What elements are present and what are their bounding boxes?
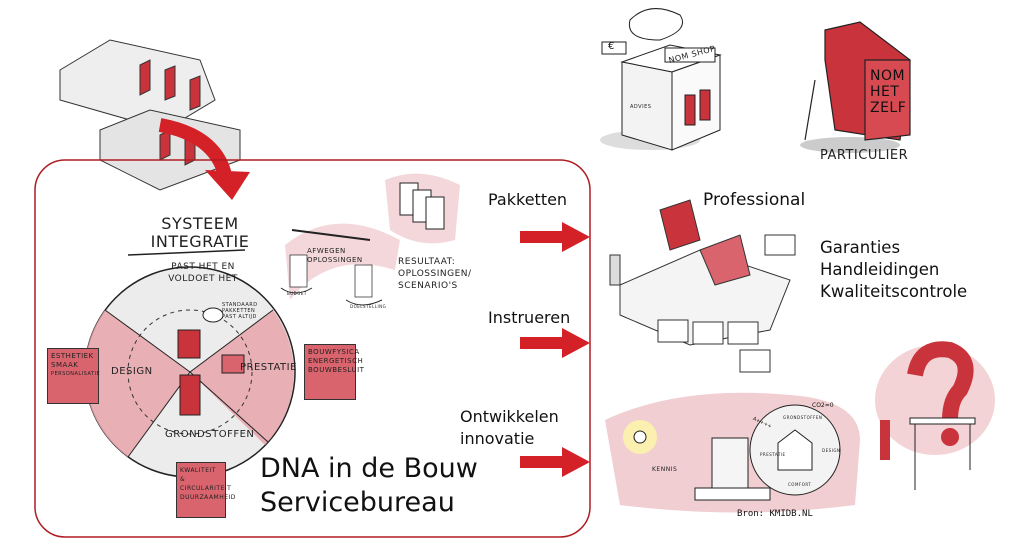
professional-workshop-illustration bbox=[609, 199, 796, 373]
tag-line: KWALITEIT & bbox=[180, 467, 216, 483]
tag-line: CIRCULARITEIT bbox=[180, 485, 232, 492]
segment-grondstoffen: GRONDSTOFFEN bbox=[165, 429, 255, 440]
tag-line: SMAAK bbox=[51, 361, 79, 369]
professional-list: Garanties Handleidingen Kwaliteitscontro… bbox=[820, 237, 967, 303]
tag-prestatie: BOUWFYSICA ENERGETISCH BOUWBESLUIT bbox=[304, 344, 365, 400]
innovation-illustration bbox=[605, 392, 860, 513]
idea-cards-illustration bbox=[385, 173, 460, 244]
note-line: STANDAARD bbox=[222, 302, 258, 308]
scale-label: AFWEGEN OPLOSSINGEN bbox=[307, 247, 363, 265]
house-line: HET bbox=[870, 84, 900, 100]
tag-line: BOUWBESLUIT bbox=[308, 366, 365, 374]
cycle-grondstoffen: GRONDSTOFFEN bbox=[783, 415, 823, 420]
title-line: INTEGRATIE bbox=[150, 232, 250, 251]
page-title: DNA in de Bouw Servicebureau bbox=[260, 452, 478, 520]
flow-label-instrueren: Instrueren bbox=[488, 308, 571, 327]
scale-label-line: OPLOSSINGEN bbox=[307, 256, 363, 264]
flow-label-line: innovatie bbox=[460, 429, 535, 448]
particulier-label: PARTICULIER bbox=[820, 148, 909, 163]
arrow-right-icon bbox=[520, 447, 590, 477]
euro-sign: € bbox=[608, 41, 615, 52]
scale-label-line: AFWEGEN bbox=[307, 247, 346, 255]
tag-line: DUURZAAMHEID bbox=[180, 494, 236, 501]
flow-label-line: Ontwikkelen bbox=[460, 407, 559, 426]
professional-item: Kwaliteitscontrole bbox=[820, 282, 968, 301]
result-line: RESULTAAT: bbox=[398, 257, 456, 267]
system-integration-subtitle: PAST HET EN VOLDOET HET bbox=[148, 261, 258, 285]
arrow-right-icon bbox=[520, 222, 590, 252]
note-line: PAKKETTEN bbox=[222, 308, 256, 314]
tag-grondstoffen: KWALITEIT & CIRCULARITEIT DUURZAAMHEID bbox=[176, 462, 236, 518]
professional-item: Garanties bbox=[820, 238, 901, 257]
segment-prestatie: PRESTATIE bbox=[240, 362, 297, 373]
curved-arrow-icon bbox=[158, 118, 232, 178]
source-credit: Bron: KMIDB.NL bbox=[737, 509, 813, 519]
house-text: NOM HET ZELF bbox=[870, 68, 906, 116]
cycle-design: DESIGN bbox=[822, 448, 841, 453]
house-line: NOM bbox=[870, 68, 906, 84]
flow-arrows bbox=[520, 222, 590, 477]
arrowhead-icon bbox=[205, 170, 250, 200]
system-wheel bbox=[84, 266, 296, 478]
nom-shop-illustration bbox=[600, 8, 722, 151]
tag-design: ESTHETIEK SMAAK PERSONALISATIE bbox=[47, 348, 101, 404]
flow-label-pakketten: Pakketten bbox=[488, 190, 568, 209]
result-line: SCENARIO'S bbox=[398, 281, 458, 291]
servicebureau-frame bbox=[34, 159, 591, 538]
title-line-1: DNA in de Bouw bbox=[260, 453, 478, 484]
balance-scale-illustration bbox=[280, 223, 400, 306]
house-line: ZELF bbox=[870, 100, 907, 116]
flow-label-ontwikkelen: Ontwikkelen innovatie bbox=[460, 406, 559, 450]
standard-packages-note: STANDAARD PAKKETTEN PAST ALTIJD bbox=[222, 302, 258, 320]
result-line: OPLOSSINGEN/ bbox=[398, 269, 472, 279]
scale-right-label: DOELSTELLING bbox=[350, 304, 387, 309]
shop-advice: ADVIES bbox=[630, 104, 652, 110]
subtitle-line: VOLDOET HET bbox=[168, 274, 238, 284]
segment-design: DESIGN bbox=[111, 366, 153, 377]
tag-line: ENERGETISCH bbox=[308, 357, 364, 365]
scale-left-label: BUDGET bbox=[287, 291, 307, 296]
professional-title: Professional bbox=[703, 190, 806, 210]
nom-het-zelf-house-illustration bbox=[800, 21, 911, 153]
system-integration-title: SYSTEEM INTEGRATIE bbox=[140, 215, 260, 251]
subtitle-line: PAST HET EN bbox=[171, 262, 235, 272]
kennis-label: KENNIS bbox=[652, 466, 678, 473]
note-line: PAST ALTIJD bbox=[222, 314, 257, 320]
professional-item: Handleidingen bbox=[820, 260, 940, 279]
title-line-2: Servicebureau bbox=[260, 487, 455, 518]
arrow-right-icon bbox=[520, 328, 590, 358]
cycle-prestatie: PRESTATIE bbox=[760, 452, 786, 457]
tag-line: BOUWFYSICA bbox=[308, 348, 360, 356]
question-mark-illustration bbox=[875, 341, 995, 490]
cycle-comfort: COMFORT bbox=[788, 482, 812, 487]
co2-label: CO2=0 bbox=[812, 402, 834, 409]
title-line: SYSTEEM bbox=[161, 214, 239, 233]
factory-illustration bbox=[59, 39, 241, 191]
result-label: RESULTAAT: OPLOSSINGEN/ SCENARIO'S bbox=[398, 256, 472, 292]
tag-line: ESTHETIEK bbox=[51, 352, 94, 360]
tag-line: PERSONALISATIE bbox=[51, 371, 101, 377]
